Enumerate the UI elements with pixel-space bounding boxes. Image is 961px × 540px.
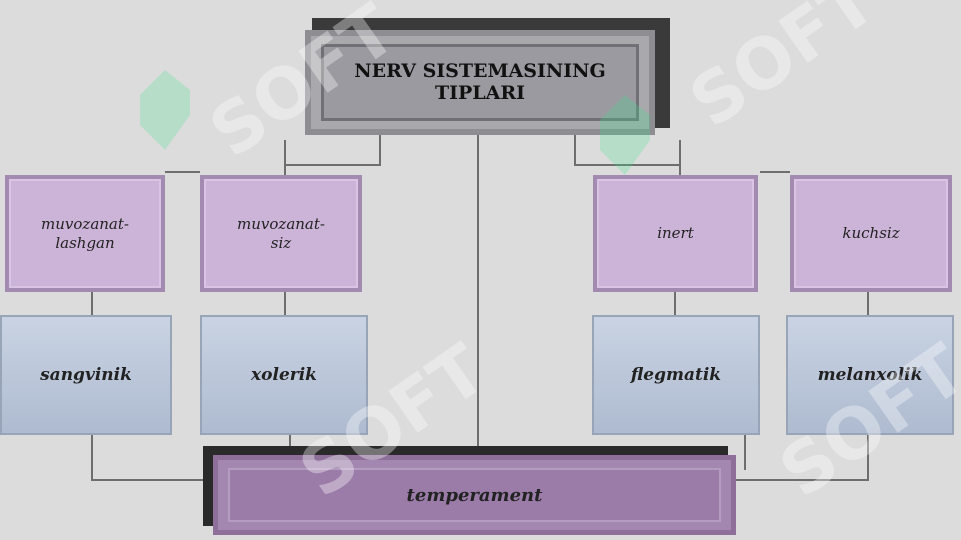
trait-label-line1: muvozanat- (41, 214, 129, 233)
temperament-inner: temperament (228, 468, 721, 522)
type-label: melanxolik (817, 365, 923, 385)
type-box-melanxolik: melanxolik (786, 315, 954, 435)
connector-title-right (574, 135, 681, 175)
connector-bottom-right (736, 435, 869, 481)
trait-label-line2: siz (270, 233, 292, 252)
trait-label-line1: muvozanat- (237, 214, 325, 233)
connector-title-left (284, 135, 381, 175)
trait-box-unbalanced: muvozanat- siz (200, 175, 362, 292)
type-label: flegmatik (630, 365, 722, 385)
type-box-flegmatik: flegmatik (592, 315, 760, 435)
trait-box-inert: inert (593, 175, 758, 292)
title-line1: NERV SISTEMASINING (354, 59, 606, 82)
type-label: xolerik (251, 365, 317, 385)
trait-box-weak: kuchsiz (790, 175, 952, 292)
title-line2: TIPLARI (434, 81, 526, 104)
title-inner: NERV SISTEMASINING TIPLARI (321, 44, 639, 121)
title-box: NERV SISTEMASINING TIPLARI (305, 30, 655, 135)
trait-label-line1: kuchsiz (842, 224, 900, 243)
trait-label-line2: lashgan (55, 233, 115, 252)
trait-box-balanced: muvozanat- lashgan (5, 175, 165, 292)
connector-bottom-left (91, 435, 213, 481)
temperament-box: temperament (213, 455, 736, 535)
temperament-label: temperament (406, 484, 543, 506)
trait-label-line1: inert (657, 224, 694, 243)
type-box-sangvinik: sangvinik (0, 315, 172, 435)
type-label: sangvinik (40, 365, 132, 385)
type-box-xolerik: xolerik (200, 315, 368, 435)
